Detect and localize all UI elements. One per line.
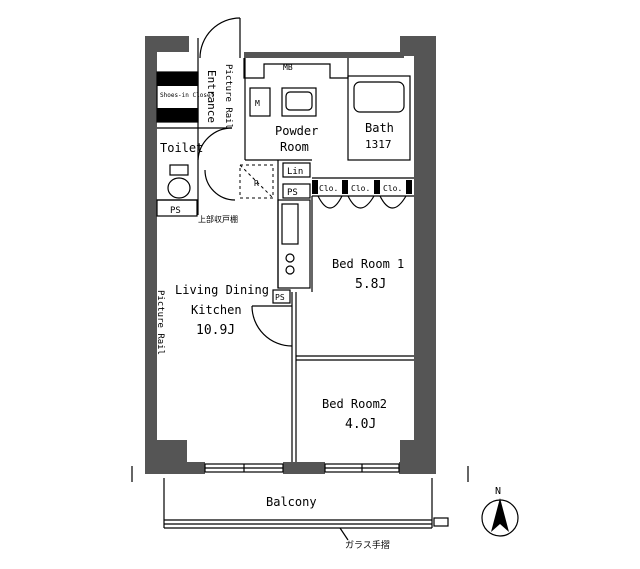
closet-label-1: Clo. (319, 184, 338, 193)
ldk-label-1: Living Dining (175, 283, 269, 297)
balcony-label: Balcony (266, 495, 317, 509)
lin-label: Lin (287, 167, 303, 177)
upper-storage-label: 上部収戸棚 (198, 214, 238, 224)
m-label: M (255, 99, 260, 108)
toilet-label: Toilet (160, 141, 203, 155)
bath-label: Bath (365, 121, 394, 135)
ldk-size: 10.9J (196, 323, 235, 338)
bed-room-2-size: 4.0J (345, 417, 376, 432)
room-labels: Shoes-in Closet Entrance Picture Rail MB… (155, 63, 404, 551)
picture-rail-left-label: Picture Rail (155, 290, 165, 355)
closet-label-2: Clo. (351, 184, 370, 193)
ps-label-toilet: PS (170, 206, 181, 216)
ldk-label-2: Kitchen (191, 303, 242, 317)
picture-rail-top-label: Picture Rail (223, 64, 233, 129)
north-arrow: N (481, 486, 519, 537)
partitions (156, 17, 414, 462)
entrance-label: Entrance (205, 70, 218, 123)
shoe-in-closet-label: Shoes-in Closet (160, 92, 215, 99)
ps-label-kitchen: PS (275, 293, 285, 302)
bath-size-label: 1317 (365, 138, 392, 151)
windows (204, 463, 400, 473)
powder-room-label-1: Powder (275, 124, 318, 138)
bed-room-1-size: 5.8J (355, 277, 386, 292)
powder-room-label-2: Room (280, 140, 309, 154)
balcony-area (131, 466, 469, 529)
bed-room-2-label: Bed Room2 (322, 397, 387, 411)
glass-rail-leader (339, 527, 349, 541)
r-label: R (254, 179, 259, 188)
mb-label: MB (283, 63, 293, 72)
closet-label-3: Clo. (383, 184, 402, 193)
exterior-walls (145, 36, 436, 474)
ps-label-hall: PS (287, 188, 298, 198)
glass-rail-label: ガラス手摺 (345, 539, 390, 551)
north-label: N (495, 486, 501, 497)
bed-room-1-label: Bed Room 1 (332, 257, 404, 271)
